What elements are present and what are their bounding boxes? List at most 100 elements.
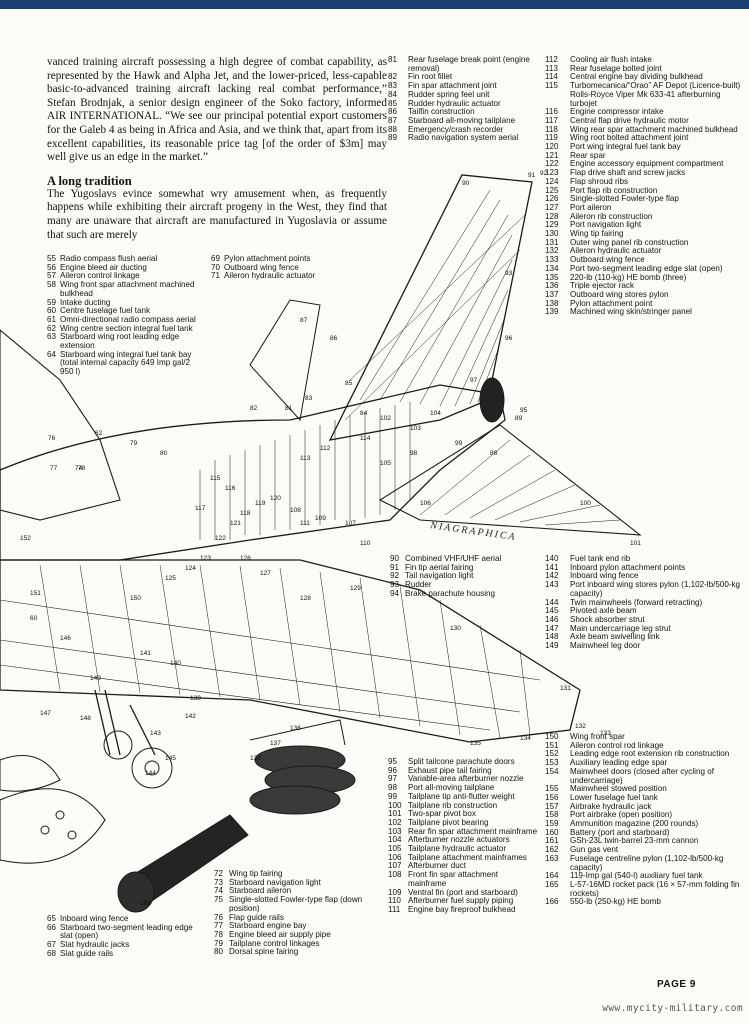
key-description: Port wing integral fuel tank bay [570,142,681,152]
key-number: 55 [47,254,57,263]
callout-number: 91 [528,172,536,179]
key-number: 88 [388,124,398,134]
key-number: 95 [388,757,398,766]
key-description: Fin root fillet [408,72,453,82]
callout-number: 102 [380,415,391,422]
key-description: Port all-moving tailplane [408,783,495,793]
key-number: 158 [545,810,559,820]
key-number: 155 [545,784,559,794]
callout-number: 77 [50,465,58,472]
callout-number: 87 [300,317,308,324]
key-description: L-57-16MD rocket pack (16 × 57-mm foldin… [570,879,740,898]
key-number: 96 [388,765,398,775]
key-number: 82 [388,72,398,82]
callout-number: 100 [580,500,591,507]
key-description: Variable-area afterburner nozzle [408,774,524,784]
key-number: 110 [388,896,401,906]
key-description: Port airbrake (open position) [570,810,673,820]
callout-number: 152 [20,535,31,542]
key-number: 70 [211,262,221,272]
callout-number: 118 [240,510,251,517]
key-description: Two-spar pivot box [408,809,476,819]
callout-number: 78 [78,465,86,472]
key-number: 136 [545,281,559,291]
landing-gear-leg [94,689,156,756]
key-description: Slat hydraulic jacks [60,940,130,950]
callout-number: 99 [455,440,463,447]
key-number: 124 [545,176,559,186]
key-description: Ventral fin (port and starboard) [408,887,518,897]
key-number: 134 [545,263,559,273]
key-description: Starboard two-segment leading edge slat … [60,922,193,941]
watermark: www.mycity-military.com [602,1003,743,1014]
key-number: 111 [388,904,401,914]
key-number: 84 [388,89,398,99]
key-number: 156 [545,792,559,802]
key-description: Starboard aileron [229,886,292,896]
callout-number: 113 [300,455,311,462]
key-number: 79 [214,938,224,948]
key-description: Flap drive shaft and screw jacks [570,168,686,178]
key-description: Engine bleed air supply pipe [229,929,331,939]
key-number: 91 [390,562,400,572]
callout-number: 121 [230,520,241,527]
port-wing-ribs [39,564,531,739]
key-description: Triple ejector rack [570,281,635,291]
callout-number: 112 [320,445,331,452]
key-number: 150 [545,732,559,741]
tailplane-ribs [419,439,621,526]
key-description: Starboard wing root leading edge extensi… [60,332,180,351]
key-number: 90 [390,554,400,563]
key-description: Mainwheel stowed position [570,784,667,794]
callout-number: 132 [575,723,586,730]
key-number: 132 [545,246,559,256]
key-description: Wing front spar [570,732,625,741]
key-description: Tail navigation light [405,571,474,581]
key-number: 108 [388,870,402,880]
key-description: Fin tip aerial fairing [405,562,474,572]
callout-number: 79 [130,440,138,447]
callout-number: 110 [360,540,371,547]
key-description: Rear fin spar attachment mainframe [408,826,538,836]
key-number: 140 [545,554,559,563]
key-number: 93 [390,580,400,590]
key-number: 141 [545,562,559,572]
key-description: Aileron rib construction [570,211,653,221]
starboard-wing-outline [0,329,121,521]
key-number: 160 [545,827,559,837]
tail-fin-ribs [344,189,526,421]
key-description: Outer wing panel rib construction [570,237,689,247]
key-number: 116 [545,107,558,117]
callout-number: 134 [520,735,531,742]
